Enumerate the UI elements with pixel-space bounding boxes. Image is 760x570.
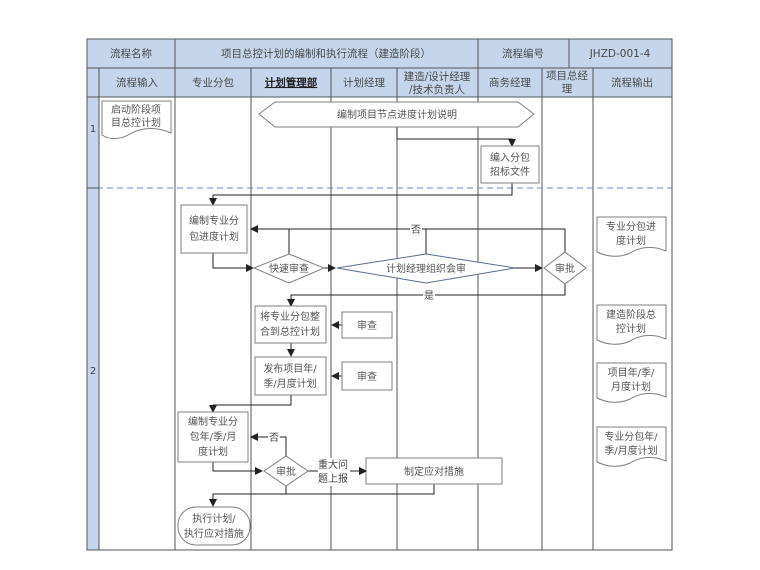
process-name: 项目总控计划的编制和执行流程（建造阶段）: [221, 47, 431, 60]
svg-text:发布项目年/: 发布项目年/: [263, 362, 317, 375]
lane-header-plan-manager: 计划经理: [343, 76, 385, 89]
svg-text:审查: 审查: [357, 370, 377, 383]
review-2-process: 审查: [341, 361, 393, 391]
edge-label-escalate-2: 题上报: [318, 472, 348, 485]
lane-header-subcontract: 专业分包: [192, 76, 234, 89]
svg-text:编制专业分: 编制专业分: [188, 415, 238, 428]
output-doc-2: 建造阶段总 控计划: [596, 304, 667, 345]
edge-label-escalate-1: 重大问: [318, 458, 348, 471]
milestone-note-hexagon: 编制项目节点进度计划说明: [258, 101, 535, 128]
svg-text:审批: 审批: [555, 262, 575, 275]
stage-2-label: 2: [90, 366, 96, 377]
publish-process: 发布项目年/ 季/月度计划: [254, 356, 327, 396]
svg-text:度计划: 度计划: [198, 445, 228, 458]
execute-terminator: 执行计划/ 执行应对措施: [177, 506, 251, 546]
header-row-2: [86, 67, 673, 98]
header-row-1: [86, 38, 673, 69]
edge-label-no-2: 否: [269, 432, 279, 444]
quick-review-decision: 快速审查: [252, 253, 326, 284]
svg-text:专业分包年/: 专业分包年/: [604, 430, 658, 443]
sub-schedule-process: 编制专业分 包进度计划: [180, 204, 248, 254]
process-code: JHZD-001-4: [589, 48, 651, 60]
tender-docs-process: 编入分包 招标文件: [480, 145, 540, 184]
countermeasure-process: 制定应对措施: [365, 457, 503, 485]
svg-text:目总控计划: 目总控计划: [111, 116, 161, 129]
lane-header-construction-design: 建造/设计经理: [404, 70, 471, 83]
svg-text:计划经理组织会审: 计划经理组织会审: [386, 262, 466, 275]
svg-text:快速审查: 快速审查: [269, 262, 309, 275]
lane-header-commercial: 商务经理: [489, 76, 531, 89]
output-doc-3: 项目年/季/ 月度计划: [596, 362, 667, 403]
sub-periodic-process: 编制专业分 包年/季/月 度计划: [177, 411, 249, 463]
svg-text:执行计划/: 执行计划/: [192, 512, 236, 525]
lane-header-output: 流程输出: [611, 76, 653, 89]
svg-text:度计划: 度计划: [616, 234, 646, 247]
svg-text:专业分包进: 专业分包进: [606, 220, 656, 233]
svg-text:季/月度计划: 季/月度计划: [604, 444, 657, 457]
svg-text:审批: 审批: [276, 465, 296, 478]
integrate-process: 将专业分包整 合到总控计划: [254, 305, 327, 344]
lane-header-gm-2: 理: [562, 83, 573, 95]
input-start-document: 启动阶段项 目总控计划: [101, 100, 172, 140]
svg-text:编入分包: 编入分包: [490, 151, 530, 164]
svg-text:制定应对措施: 制定应对措施: [404, 465, 464, 478]
process-code-label: 流程编号: [502, 47, 544, 60]
svg-text:启动阶段项: 启动阶段项: [111, 103, 161, 116]
svg-text:执行应对措施: 执行应对措施: [184, 527, 244, 540]
svg-text:项目年/季/: 项目年/季/: [608, 366, 655, 379]
svg-text:季/月度计划: 季/月度计划: [263, 377, 316, 390]
lane-header-planning-dept: 计划管理部: [265, 76, 318, 89]
pm-review-decision: 计划经理组织会审: [336, 253, 516, 284]
svg-text:编制项目节点进度计划说明: 编制项目节点进度计划说明: [337, 108, 457, 121]
lane-header-gm: 项目总经: [546, 69, 588, 82]
lane-header-construction-design-2: /技术负责人: [409, 83, 466, 96]
svg-text:审查: 审查: [357, 319, 377, 332]
gm-approve-decision: 审批: [543, 251, 587, 285]
process-name-label: 流程名称: [110, 47, 152, 60]
stage-column: [86, 96, 100, 551]
review-1-process: 审查: [341, 311, 393, 339]
output-doc-4: 专业分包年/ 季/月度计划: [596, 426, 667, 467]
svg-text:将专业分包整: 将专业分包整: [260, 310, 320, 323]
svg-text:合到总控计划: 合到总控计划: [260, 325, 320, 338]
approve-2-decision: 审批: [263, 455, 309, 487]
svg-text:控计划: 控计划: [616, 322, 646, 335]
edge-label-yes-1: 是: [424, 290, 434, 302]
lane-header-input: 流程输入: [116, 76, 158, 89]
svg-text:建造阶段总: 建造阶段总: [606, 308, 656, 321]
svg-text:月度计划: 月度计划: [611, 380, 651, 393]
edge-label-no-1: 否: [411, 224, 421, 236]
svg-text:包进度计划: 包进度计划: [189, 230, 239, 243]
stage-1-label: 1: [90, 124, 96, 135]
svg-text:编制专业分: 编制专业分: [189, 214, 239, 227]
svg-text:招标文件: 招标文件: [490, 165, 530, 178]
output-doc-1: 专业分包进 度计划: [596, 216, 667, 257]
svg-text:包年/季/月: 包年/季/月: [190, 430, 237, 443]
